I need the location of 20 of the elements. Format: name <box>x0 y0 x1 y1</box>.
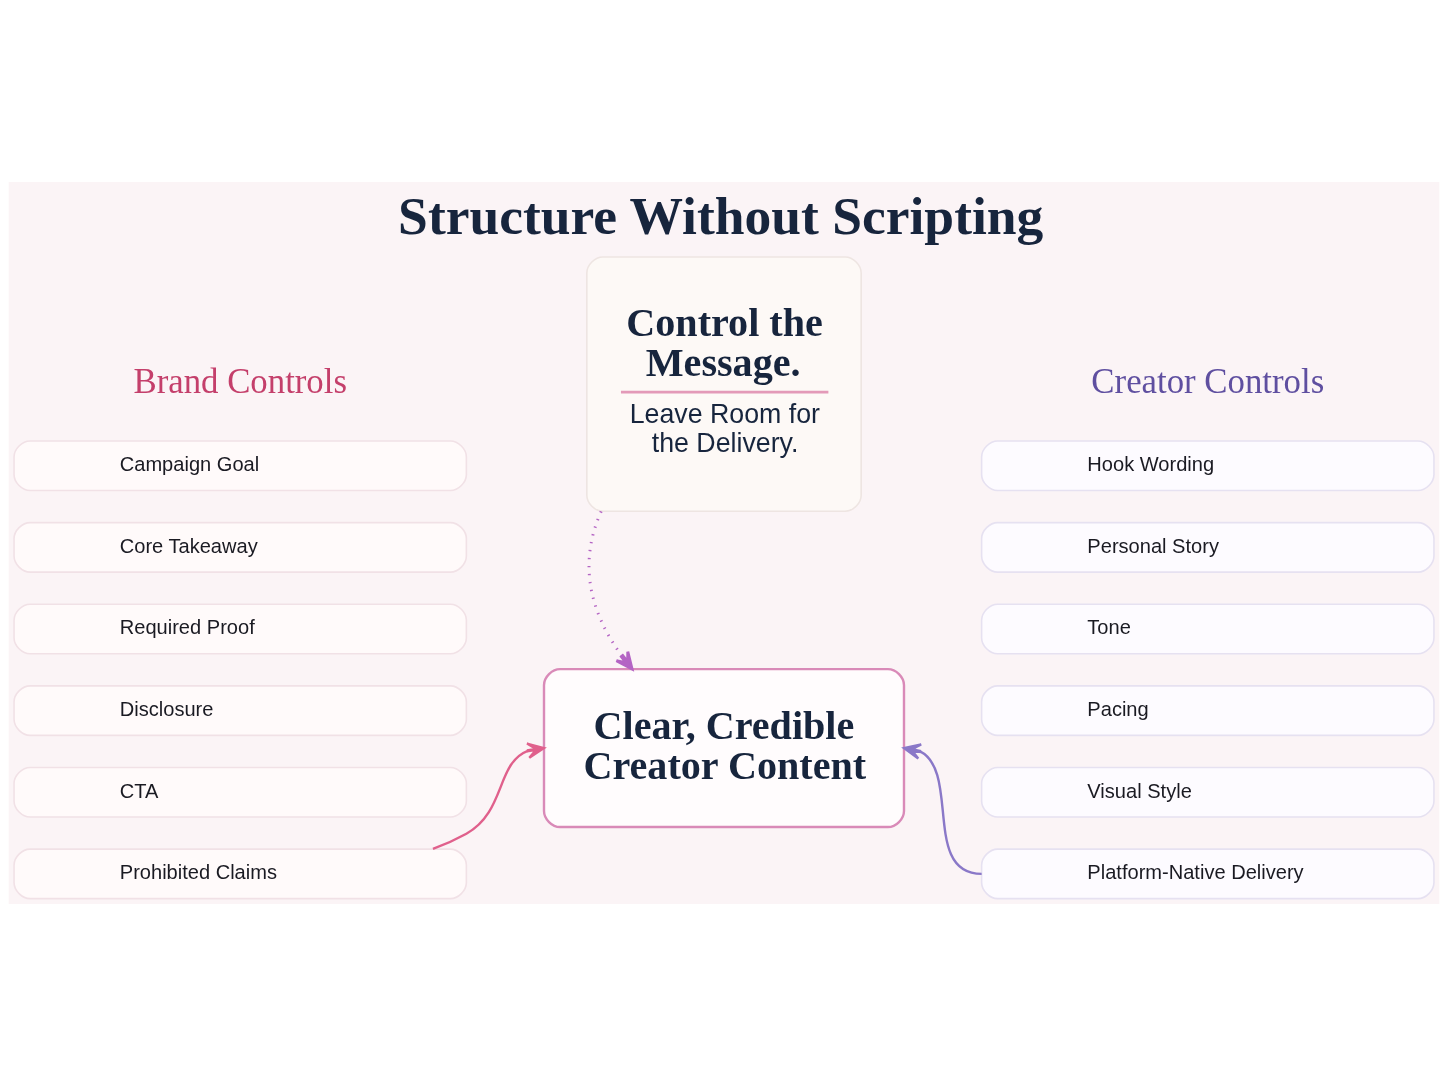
node-box: Control the Message. Leave Room for the Delivery. <box>586 256 862 513</box>
arrow <box>587 510 634 671</box>
arrow <box>902 743 982 876</box>
node-box: Required Proof <box>13 603 468 655</box>
node-box: CTA <box>13 766 468 818</box>
node-box: Prohibited Claims <box>13 848 468 900</box>
node-box: Platform-Native Delivery <box>980 848 1435 900</box>
node-box: Campaign Goal <box>13 440 468 492</box>
node-box: Hook Wording <box>980 440 1435 492</box>
diagram-title: Structure Without Scripting <box>398 186 1044 247</box>
node-box: Disclosure <box>13 685 468 737</box>
node-box: Clear, Credible Creator Content <box>542 667 906 829</box>
arrow <box>432 742 546 851</box>
node-box: Personal Story <box>980 521 1435 573</box>
label: Brand Controls <box>133 361 347 401</box>
node-box: Tone <box>980 603 1435 655</box>
node-box: Core Takeaway <box>13 521 468 573</box>
node-box: Pacing <box>980 685 1435 737</box>
node-box: Visual Style <box>980 766 1435 818</box>
label: Creator Controls <box>1091 361 1325 401</box>
